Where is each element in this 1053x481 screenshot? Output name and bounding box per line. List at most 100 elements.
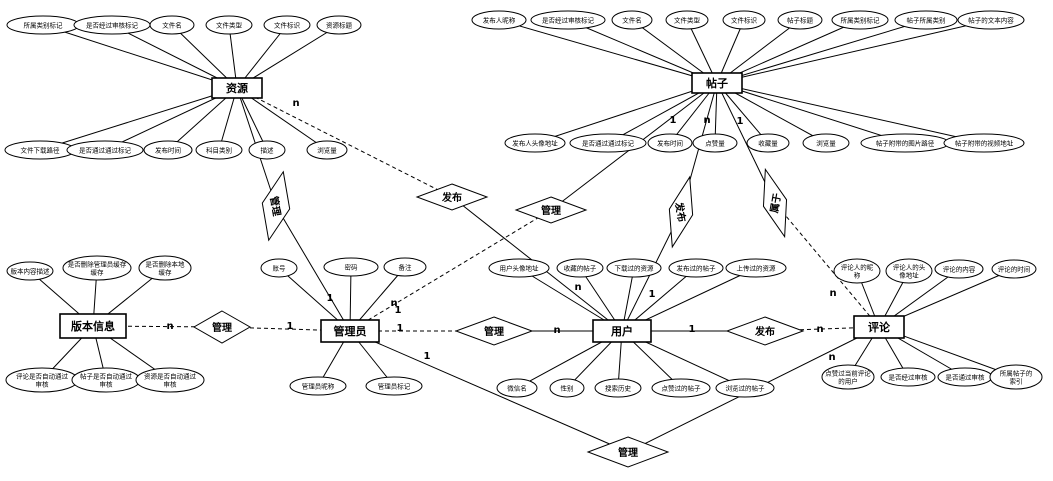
cardinality-k16: n — [829, 288, 836, 299]
attribute-label: 所属类别标记 — [24, 20, 64, 29]
attribute-label: 发布人头像地址 — [512, 138, 558, 147]
attribute-connector — [39, 87, 238, 151]
attribute-ellipse — [383, 257, 427, 277]
relationship-connector — [275, 205, 351, 332]
attribute-r12: 浏览量 — [306, 140, 348, 160]
entity-post: 帖子 — [691, 72, 743, 94]
attribute-label: 是否删除本地 — [146, 259, 186, 268]
attribute-label: 发布人昵称 — [483, 15, 516, 24]
attribute-ellipse — [606, 258, 662, 278]
cardinality-k1: n — [166, 321, 173, 332]
attribute-p15: 浏览量 — [802, 133, 850, 153]
entity-box — [853, 315, 905, 339]
entity-box — [59, 313, 127, 339]
attribute-label: 备注 — [399, 262, 413, 271]
diamond-shape — [192, 310, 252, 344]
cardinality-k11: 1 — [395, 305, 402, 316]
attribute-ellipse — [880, 367, 936, 387]
relationship-label: 发布 — [754, 325, 775, 338]
attribute-r2: 是否经过审核标记 — [73, 15, 151, 35]
attribute-label: 评论的内容 — [943, 264, 976, 273]
attribute-label: 文件标识 — [731, 15, 758, 24]
entity-version: 版本信息 — [59, 313, 127, 339]
attribute-r4: 文件类型 — [205, 15, 253, 35]
attribute-label: 审核 — [164, 379, 178, 388]
attribute-p4: 文件类型 — [665, 10, 709, 30]
cardinality-k5: 1 — [689, 324, 696, 335]
attribute-ellipse — [943, 133, 1025, 153]
attribute-c7: 是否通过审核 — [937, 367, 993, 387]
attribute-connector — [534, 82, 718, 144]
relationship-label: 管理 — [541, 204, 561, 217]
attribute-u3: 下载过的资源 — [606, 258, 662, 278]
attribute-label: 发布时间 — [155, 145, 181, 154]
attribute-connector — [42, 24, 238, 89]
relationship-label: 属于 — [768, 192, 783, 214]
attribute-label: 称 — [854, 270, 861, 279]
attribute-ellipse — [833, 258, 881, 284]
diamond-shape — [261, 170, 291, 242]
attribute-ellipse — [135, 367, 205, 393]
attribute-ellipse — [471, 10, 527, 30]
attribute-ellipse — [692, 133, 738, 153]
cardinality-label: 1 — [397, 323, 404, 334]
attribute-label: 是否经过审核 — [889, 372, 929, 381]
attribute-ellipse — [323, 257, 379, 277]
attribute-label: 所属类别标记 — [841, 15, 881, 24]
attribute-label: 是否经过审核标记 — [86, 20, 139, 29]
attribute-ellipse — [549, 378, 585, 398]
diamond-shape — [454, 316, 534, 346]
attribute-ellipse — [821, 364, 875, 390]
attribute-ellipse — [665, 10, 709, 30]
cardinality-k3: 1 — [397, 323, 404, 334]
entity-user: 用户 — [592, 319, 652, 343]
cardinality-label: n — [703, 115, 710, 126]
attribute-a4: 管理员昵称 — [289, 376, 347, 396]
attribute-ellipse — [668, 258, 724, 278]
attribute-label: 性别 — [561, 383, 574, 392]
relationship-label: 管理 — [267, 195, 283, 217]
attribute-label: 管理员标记 — [378, 381, 411, 390]
attribute-ellipse — [66, 140, 144, 160]
attribute-ellipse — [611, 10, 653, 30]
entities: 资源帖子版本信息管理员用户评论 — [59, 72, 905, 343]
attribute-p1: 发布人昵称 — [471, 10, 527, 30]
attribute-ellipse — [149, 15, 195, 35]
attribute-label: 上传过的资源 — [737, 263, 777, 272]
attribute-r3: 文件名 — [149, 15, 195, 35]
entity-label: 用户 — [611, 324, 633, 338]
attribute-label: 缓存 — [91, 267, 105, 276]
relationship-label: 管理 — [618, 446, 638, 459]
attribute-c4: 评论的时间 — [991, 259, 1037, 279]
attribute-ellipse — [316, 15, 362, 35]
attribute-label: 文件下载路径 — [21, 145, 61, 154]
attribute-label: 资源是否自动通过 — [144, 371, 197, 380]
attribute-label: 帖子所属类别 — [907, 15, 946, 24]
attribute-ellipse — [647, 133, 693, 153]
entity-comment: 评论 — [853, 315, 905, 339]
attribute-label: 发布过的帖子 — [677, 263, 717, 272]
attribute-label: 收藏量 — [758, 138, 778, 147]
attribute-r11: 描述 — [248, 140, 286, 160]
rel-user-comment-diamond: 发布 — [725, 316, 805, 346]
attribute-p5: 文件标识 — [722, 10, 766, 30]
cardinality-k8: n — [292, 98, 299, 109]
attribute-ellipse — [934, 259, 984, 279]
attribute-label: 缓存 — [159, 267, 173, 276]
attribute-r7: 文件下载路径 — [4, 140, 76, 160]
cardinality-label: n — [829, 288, 836, 299]
attribute-ellipse — [6, 261, 54, 281]
attribute-a1: 账号 — [260, 258, 298, 278]
cardinality-label: n — [828, 352, 835, 363]
attribute-a3: 备注 — [383, 257, 427, 277]
diamond-shape — [762, 167, 788, 239]
attribute-r6: 资源标题 — [316, 15, 362, 35]
attribute-u8: 搜索历史 — [594, 378, 642, 398]
entity-resource: 资源 — [211, 77, 263, 99]
attribute-u7: 性别 — [549, 378, 585, 398]
attribute-ellipse — [831, 10, 889, 30]
